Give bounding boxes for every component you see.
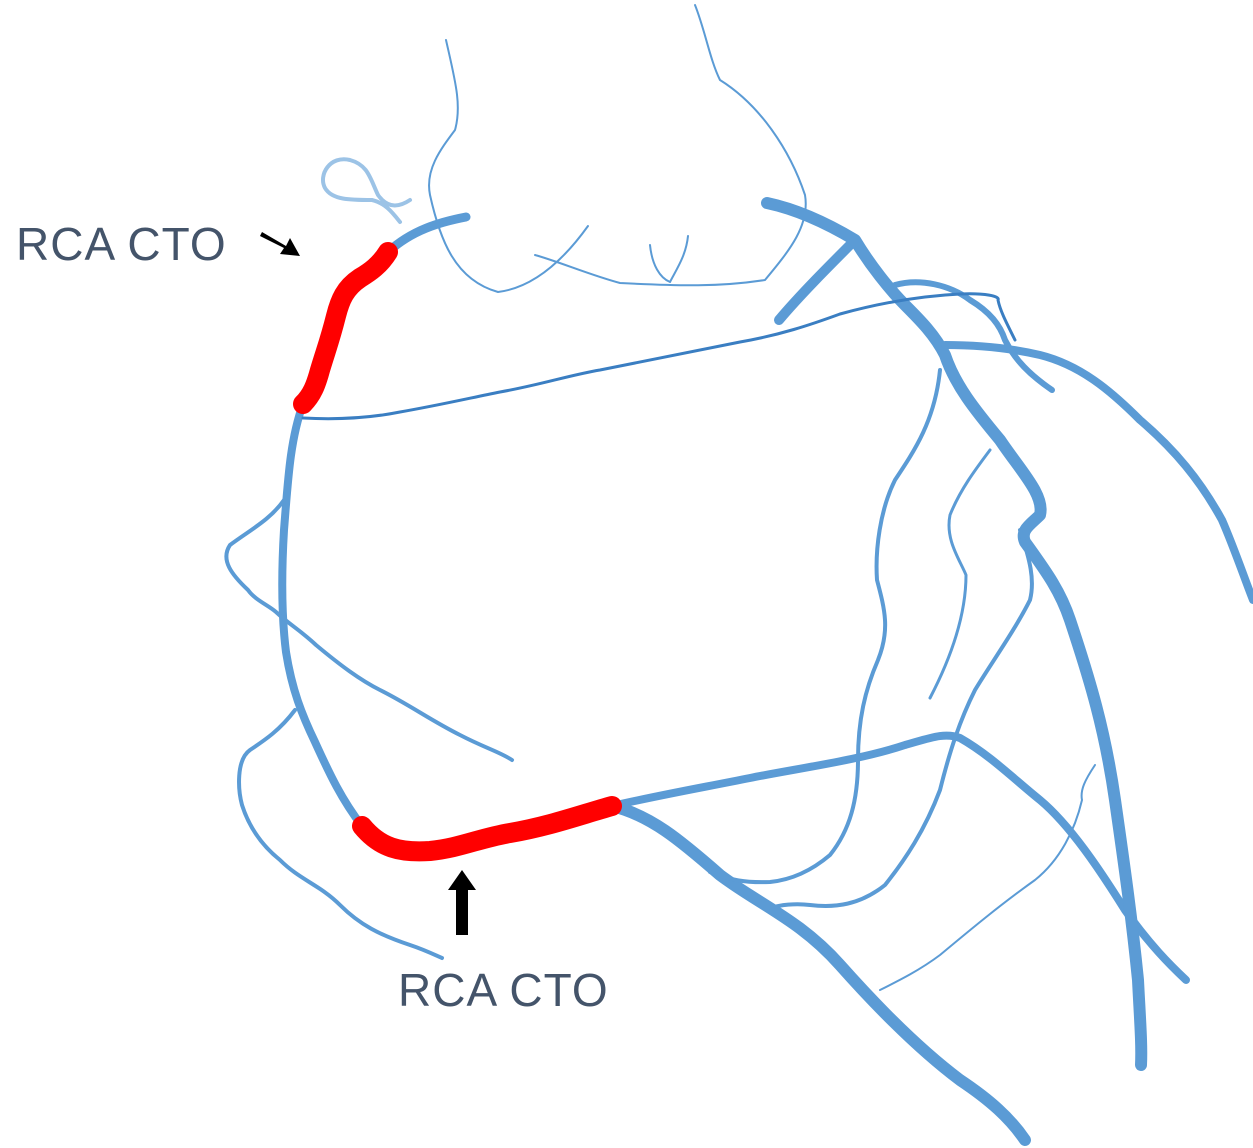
cto-segments [303, 252, 612, 851]
rca-mid [282, 404, 362, 826]
arrow-down-right-icon [260, 232, 300, 256]
marginal-branch-1 [710, 370, 940, 882]
aortic-outline-left [429, 40, 588, 292]
cto-proximal-segment [303, 252, 388, 404]
left-coronary-system [303, 203, 1253, 1065]
cusp-outline [650, 236, 688, 282]
label-rca-cto-proximal: RCA CTO [16, 218, 227, 270]
label-rca-cto-distal: RCA CTO [398, 964, 609, 1016]
marginal-branch-3 [770, 530, 1032, 908]
rv-branch-upper [226, 500, 512, 760]
annotation-proximal: RCA CTO [16, 218, 300, 270]
conus-loop [323, 159, 410, 222]
posterior-descending-artery [612, 806, 1025, 1140]
cto-distal-segment [362, 806, 612, 851]
marginal-branch-2 [930, 450, 990, 698]
collateral-to-pda [880, 765, 1095, 990]
arrow-up-icon [448, 870, 476, 935]
rv-branch-lower [239, 710, 442, 958]
diagonal-branch [945, 345, 1253, 600]
left-main-stub [779, 240, 855, 320]
annotation-distal: RCA CTO [398, 870, 609, 1016]
lad-proximal [767, 203, 1141, 1065]
